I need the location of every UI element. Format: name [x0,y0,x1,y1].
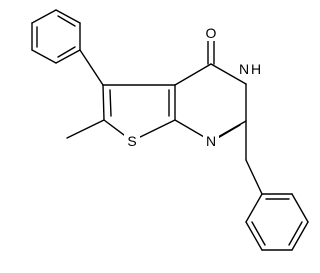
methyl-bond [66,119,105,139]
benzyl-ch2-bond-2 [245,159,263,195]
atom-label-sulfur: S [127,133,136,149]
bonds [31,9,309,251]
atom-label-oxygen: O [206,25,217,41]
phenyl-link-bond [79,49,104,86]
atom-label-nh-nitrogen: N [239,61,249,77]
atom-label-nh-hydrogen: H [251,61,261,77]
top-phenyl-ring [31,9,81,64]
bottom-phenyl-ring [245,193,309,251]
atom-label-nitrogen: N [206,133,216,149]
atom-labels: O N H N S [124,24,264,149]
pyrimidinone-ring [174,63,247,143]
